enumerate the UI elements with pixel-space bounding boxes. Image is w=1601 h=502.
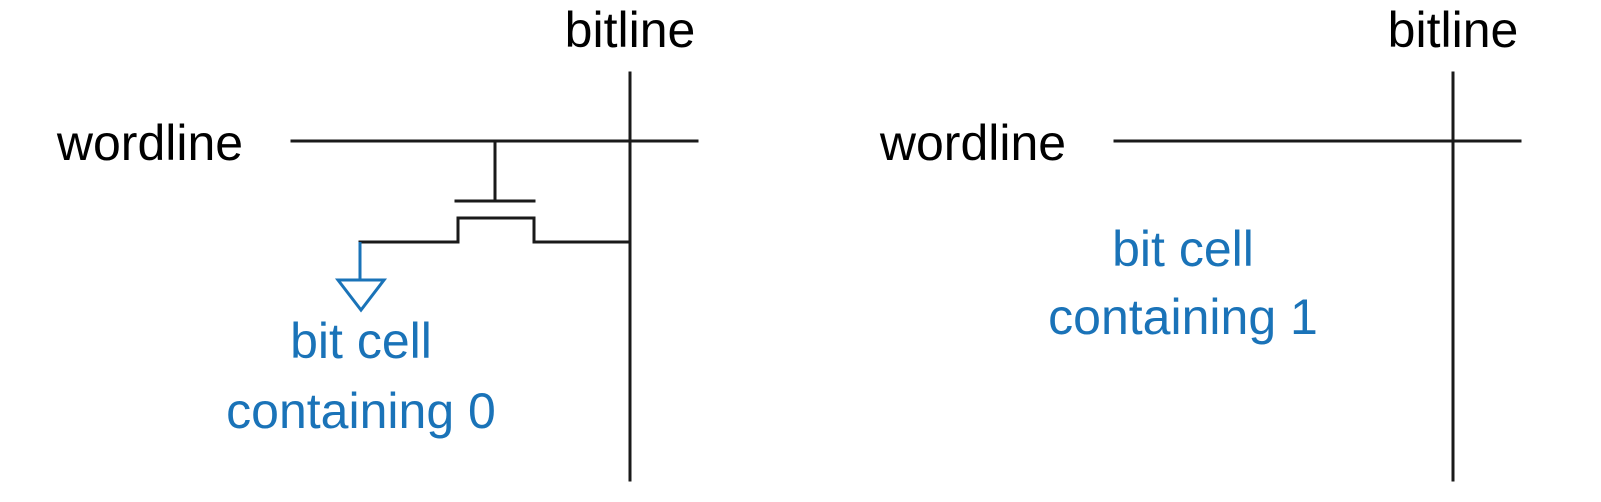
ground-icon [334,242,388,313]
wordline-label: wordline [56,115,243,171]
cell-caption-line2: containing 0 [226,383,496,439]
bit-cell-1-group: bitline wordline bit cell containing 1 [879,2,1522,482]
bit-cell-0-group: bitline wordline bit cell containing 0 [56,2,699,482]
cell-caption-line2: containing 1 [1048,289,1318,345]
cell-caption-line1: bit cell [1112,221,1254,277]
nmos-transistor-icon [358,139,632,244]
cell-caption-line1: bit cell [290,313,432,369]
bitline-label: bitline [565,2,696,58]
bitline-label: bitline [1388,2,1519,58]
wordline-label: wordline [879,115,1066,171]
